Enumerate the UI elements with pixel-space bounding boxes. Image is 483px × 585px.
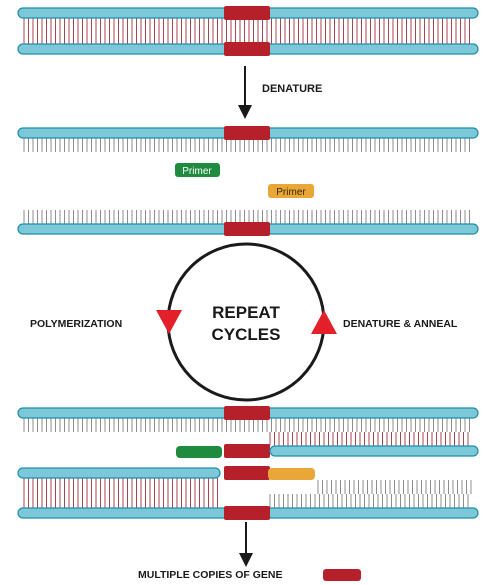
polymerization-triangle xyxy=(156,310,182,334)
base-pair-rungs xyxy=(23,18,470,44)
gene-segment xyxy=(224,406,270,420)
gene-segment xyxy=(224,126,270,140)
denature-label: DENATURE xyxy=(262,83,322,95)
strand-bases xyxy=(23,210,470,224)
cycle-label-line2: CYCLES xyxy=(212,325,281,344)
gene-segment xyxy=(224,42,270,56)
primer-reverse-tag xyxy=(268,184,314,198)
gene-segment xyxy=(224,466,270,480)
gene-segment xyxy=(224,6,270,20)
cycle-ring xyxy=(166,242,326,402)
strand-bases xyxy=(23,138,470,152)
repeat-cycle: REPEAT CYCLES xyxy=(156,242,337,402)
stage-separated-strand-2: Primer xyxy=(17,184,479,236)
polymerization-label: POLYMERIZATION xyxy=(30,318,122,330)
base-pair-rungs xyxy=(23,418,472,508)
cycle-label-line1: REPEAT xyxy=(212,303,280,322)
stage-copies xyxy=(17,406,479,520)
stage-double-strand xyxy=(17,6,479,56)
gene-segment xyxy=(224,506,270,520)
denature-anneal-triangle xyxy=(311,310,337,334)
primer-forward-block xyxy=(176,446,222,458)
primer-forward-label: Primer xyxy=(182,166,212,177)
legend-gene-swatch xyxy=(323,569,361,581)
dna-strand xyxy=(269,445,479,457)
primer-reverse-block xyxy=(268,468,315,480)
legend-label: MULTIPLE COPIES OF GENE xyxy=(138,569,282,581)
dna-strand xyxy=(17,467,221,479)
primer-forward-tag xyxy=(175,163,220,177)
gene-segment xyxy=(224,222,270,236)
primer-reverse-label: Primer xyxy=(276,187,306,198)
stage-separated-strand-1: Primer xyxy=(17,126,479,177)
gene-segment xyxy=(224,444,270,458)
denature-anneal-label: DENATURE & ANNEAL xyxy=(343,318,458,330)
